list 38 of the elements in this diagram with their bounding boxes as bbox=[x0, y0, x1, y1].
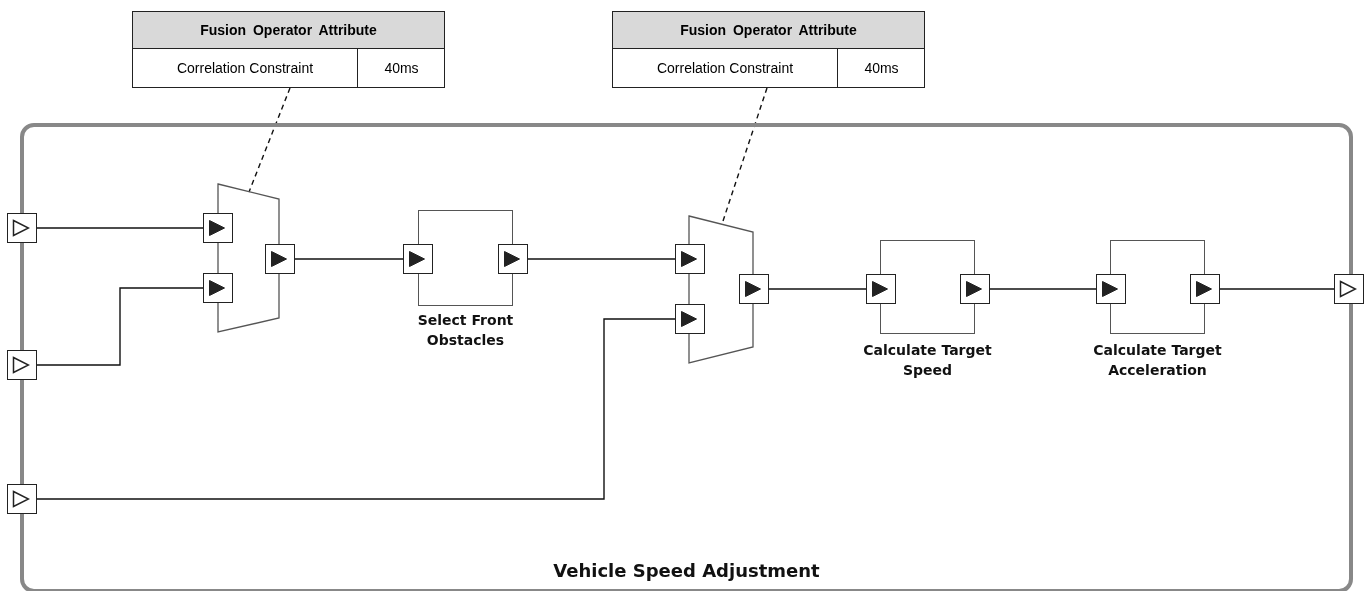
connector-line bbox=[36, 318, 676, 500]
connector-line bbox=[1219, 288, 1335, 290]
attribute-table bbox=[612, 11, 925, 88]
block-label: Calculate Target Speed bbox=[862, 341, 993, 380]
port-marker bbox=[7, 484, 37, 514]
port-marker bbox=[739, 274, 769, 304]
port-marker bbox=[265, 244, 295, 274]
port-marker bbox=[866, 274, 896, 304]
subsystem-frame bbox=[20, 123, 1353, 591]
connector-line bbox=[527, 258, 676, 260]
port-marker bbox=[675, 304, 705, 334]
port-marker bbox=[7, 213, 37, 243]
block-label: Select Front Obstacles bbox=[416, 311, 515, 350]
port-marker bbox=[498, 244, 528, 274]
table-cell-text: 40ms bbox=[863, 59, 900, 78]
table-cell: Correlation Constraint bbox=[133, 49, 358, 87]
port-marker bbox=[203, 213, 233, 243]
connector-line bbox=[294, 258, 404, 260]
connector-line bbox=[36, 287, 204, 366]
port-marker bbox=[1334, 274, 1364, 304]
table-header: Fusion Operator Attribute bbox=[613, 12, 924, 49]
port-marker bbox=[203, 273, 233, 303]
connector-line bbox=[36, 227, 204, 229]
table-cell: Correlation Constraint bbox=[613, 49, 838, 87]
table-cell-text: 40ms bbox=[383, 59, 420, 78]
block-label: Calculate Target Acceleration bbox=[1092, 341, 1223, 380]
port-marker bbox=[403, 244, 433, 274]
port-marker bbox=[7, 350, 37, 380]
port-marker bbox=[1096, 274, 1126, 304]
attribute-table bbox=[132, 11, 445, 88]
port-marker bbox=[675, 244, 705, 274]
port-marker bbox=[960, 274, 990, 304]
leader-line bbox=[248, 87, 291, 193]
port-marker bbox=[1190, 274, 1220, 304]
connector-line bbox=[768, 288, 867, 290]
table-header: Fusion Operator Attribute bbox=[133, 12, 444, 49]
connector-line bbox=[989, 288, 1097, 290]
subsystem-title: Vehicle Speed Adjustment bbox=[552, 560, 821, 581]
